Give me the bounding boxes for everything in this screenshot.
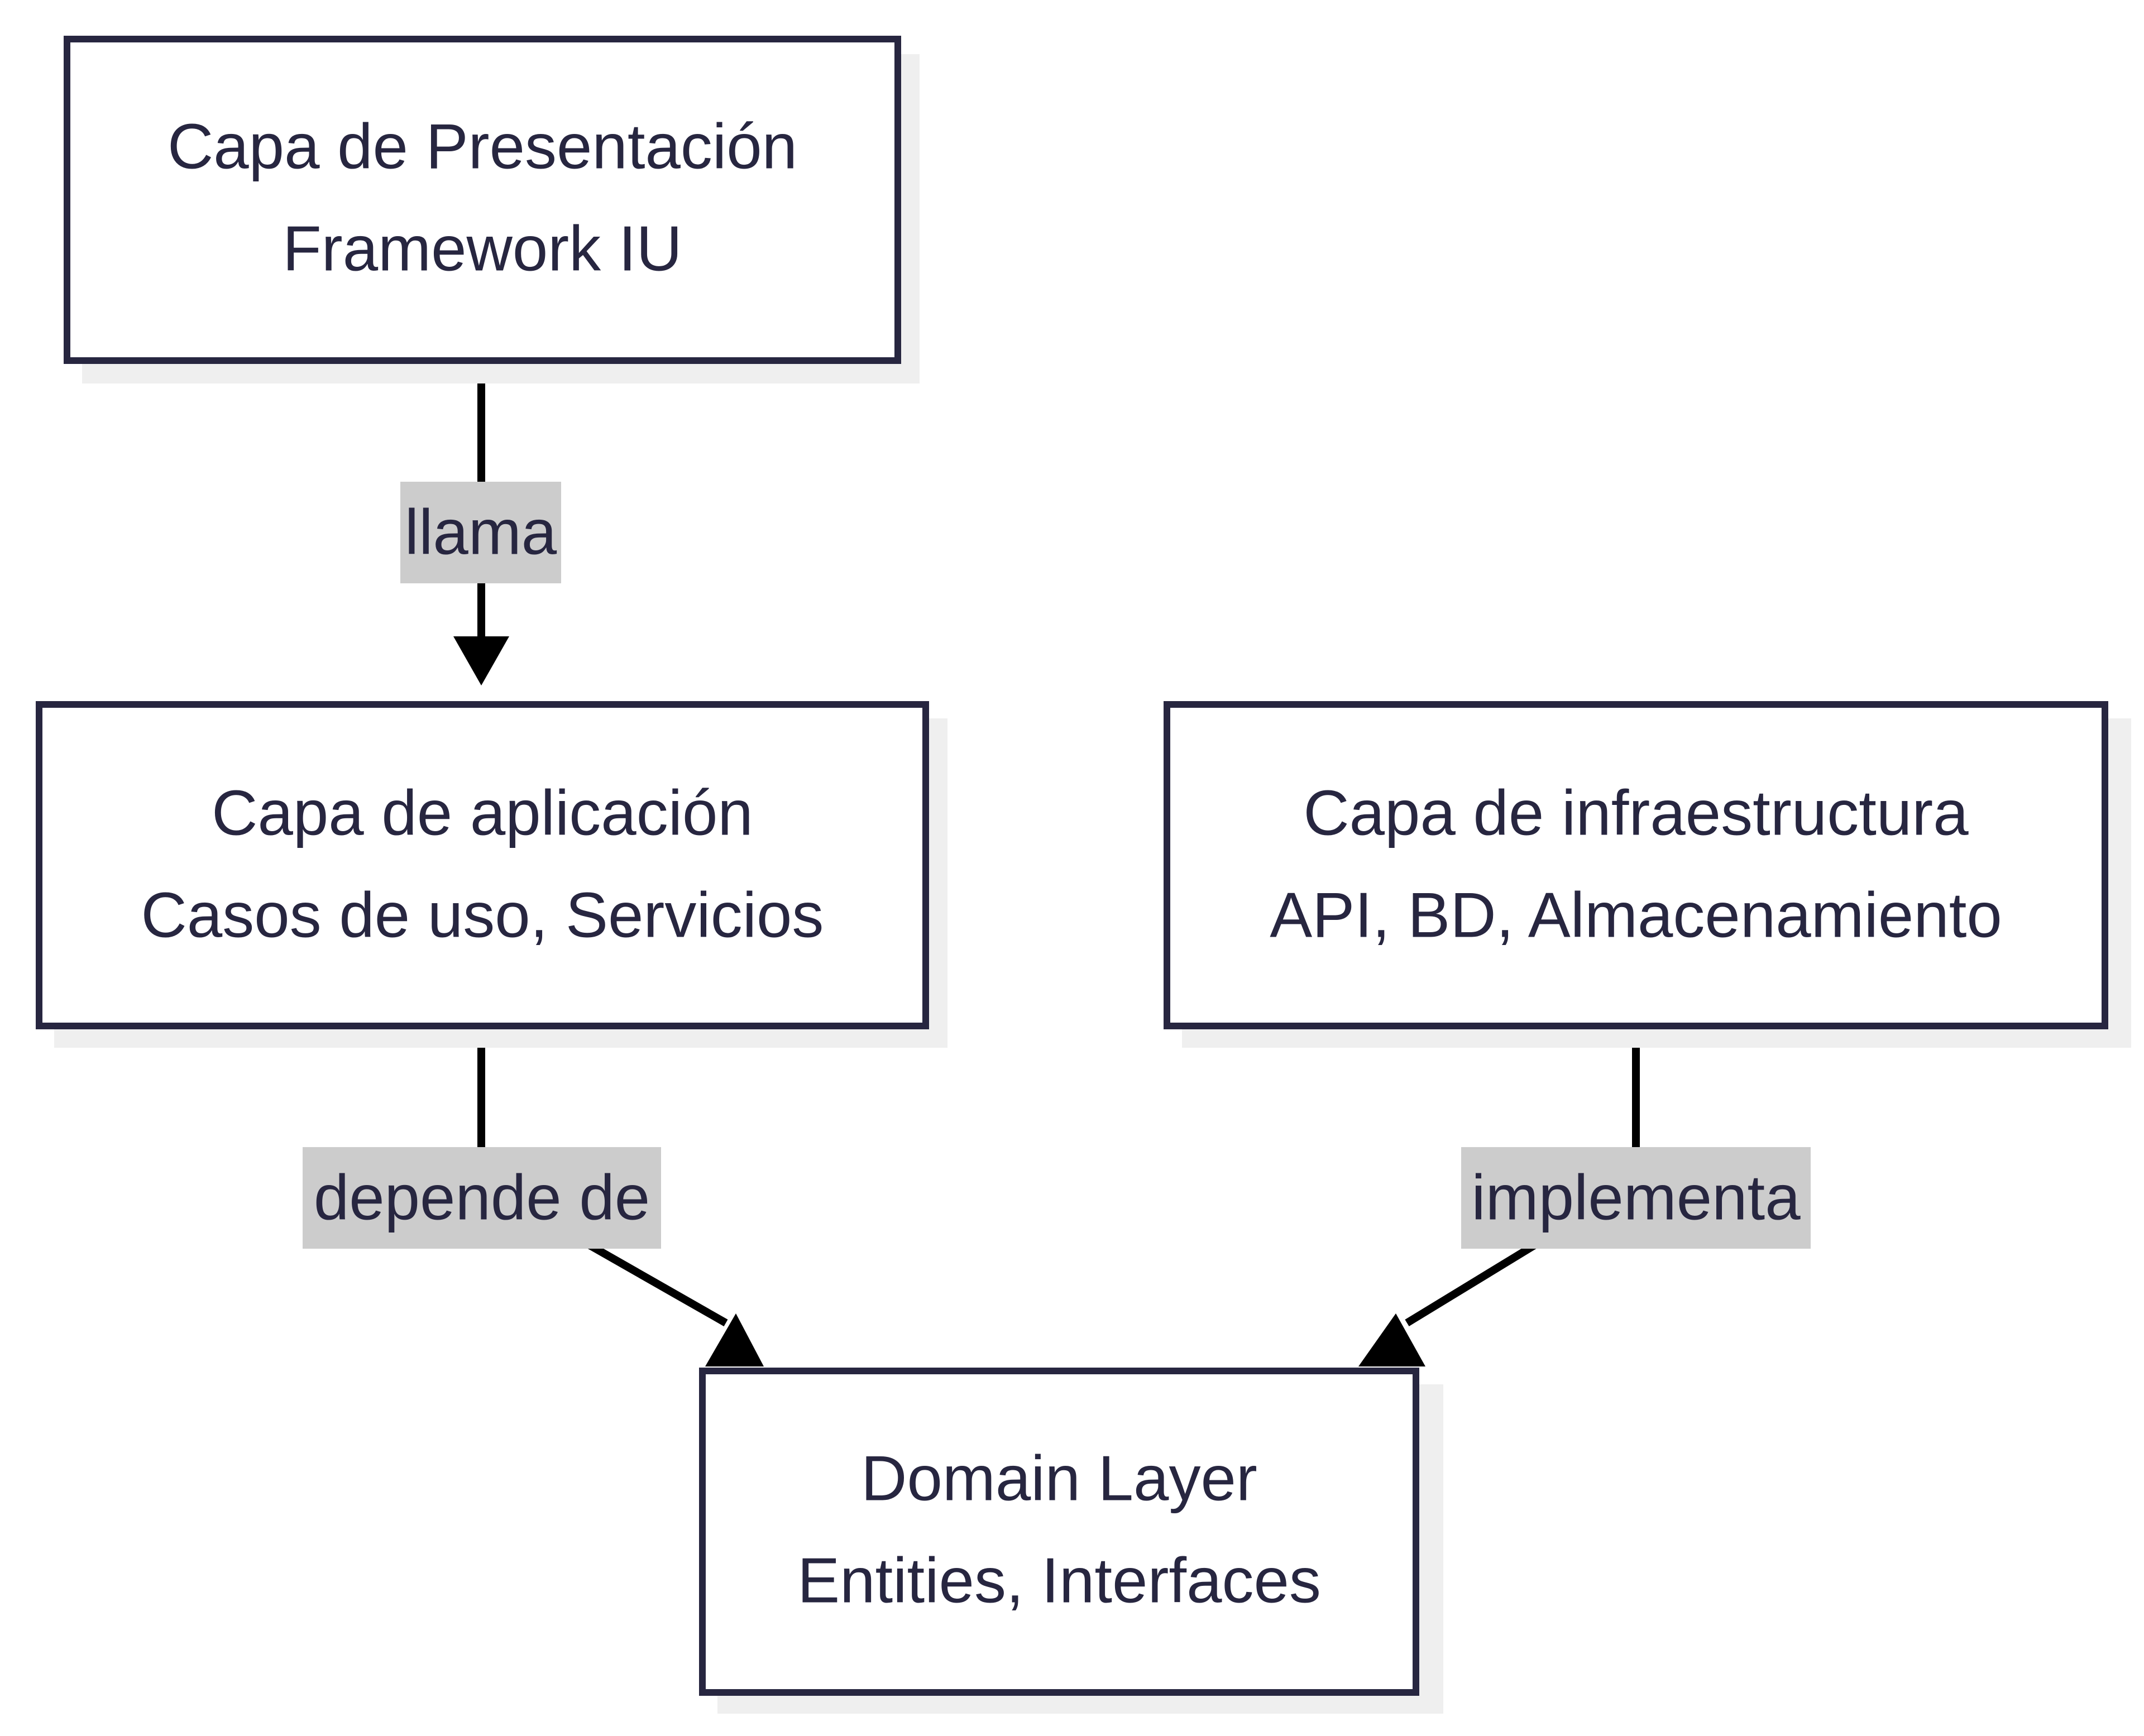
node-application-box (36, 701, 929, 1029)
node-application-subtitle: Casos de uso, Servicios (141, 880, 824, 951)
edge-label-calls-background (400, 482, 561, 583)
arrow-head-calls (453, 636, 509, 685)
node-application-layer: Capa de aplicación Casos de uso, Servici… (36, 701, 947, 1048)
edge-label-calls: llama (400, 482, 561, 583)
edge-label-implements-background (1461, 1147, 1811, 1249)
node-domain-layer: Domain Layer Entities, Interfaces (699, 1368, 1443, 1714)
node-domain-box (699, 1368, 1419, 1696)
edge-label-depends: depende de (303, 1147, 661, 1249)
node-presentation-title: Capa de Presentación (168, 112, 797, 183)
edge-label-implements: implementa (1461, 1147, 1811, 1249)
node-domain-title: Domain Layer (861, 1444, 1257, 1514)
edge-label-depends-text: depende de (314, 1163, 650, 1234)
node-presentation-layer: Capa de Presentación Framework IU (64, 36, 920, 383)
node-presentation-subtitle: Framework IU (283, 214, 682, 285)
node-presentation-box (64, 36, 901, 364)
arrow-head-depends (705, 1313, 764, 1366)
node-application-title: Capa de aplicación (212, 778, 753, 849)
edge-label-calls-text: llama (405, 497, 557, 568)
node-infrastructure-subtitle: API, BD, Almacenamiento (1270, 880, 2002, 951)
node-infrastructure-layer: Capa de infraestructura API, BD, Almacen… (1164, 701, 2131, 1048)
edge-label-depends-background (303, 1147, 661, 1249)
arrow-head-implements (1358, 1313, 1425, 1366)
node-infrastructure-box (1164, 701, 2108, 1029)
node-infrastructure-title: Capa de infraestructura (1303, 778, 1969, 849)
node-domain-subtitle: Entities, Interfaces (797, 1546, 1321, 1617)
edge-label-implements-text: implementa (1471, 1163, 1801, 1234)
